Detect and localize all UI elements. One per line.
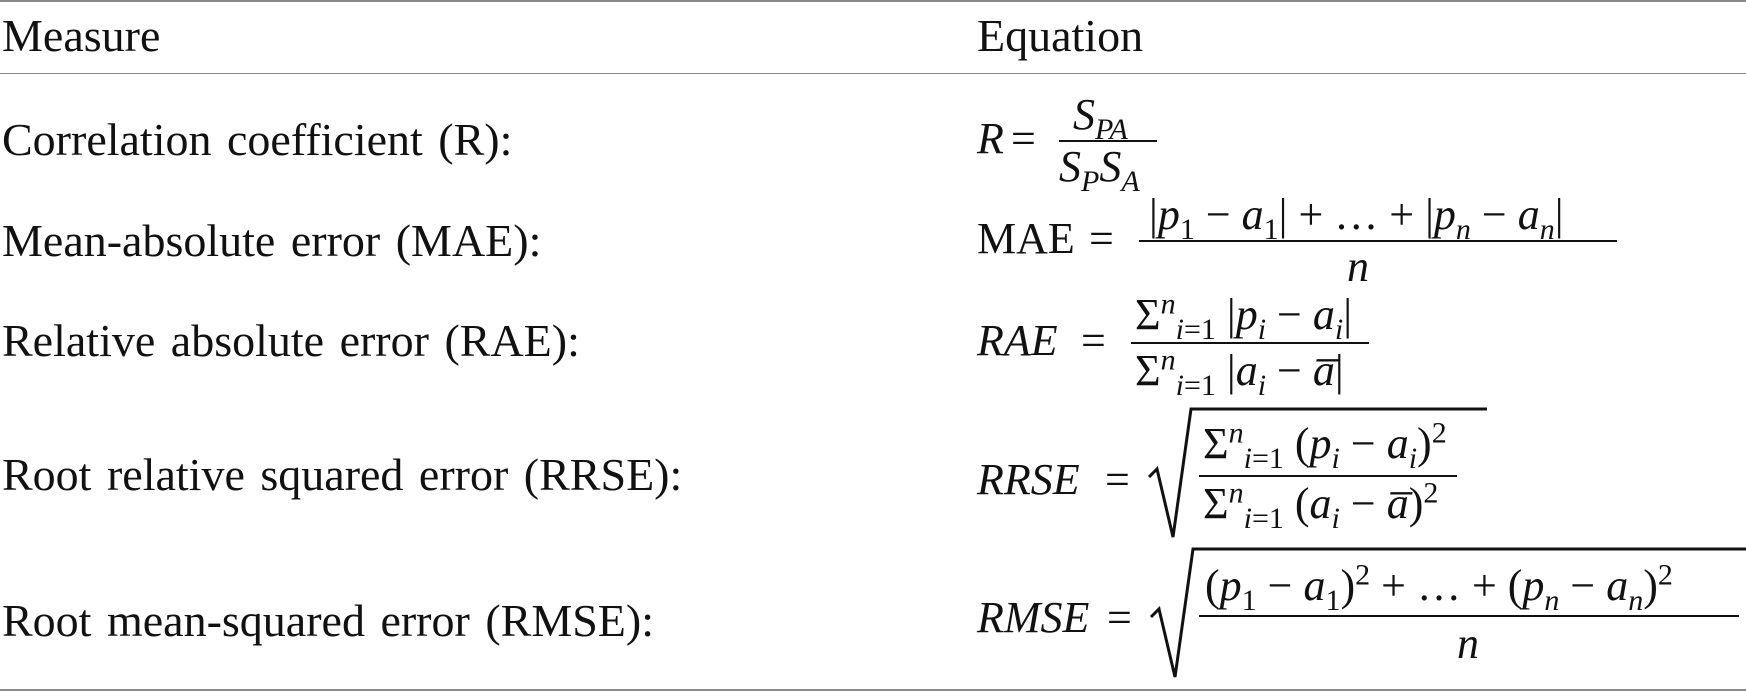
radical-symbol — [1147, 407, 1487, 538]
measure-r: Correlation coefficient (R): — [2, 114, 513, 165]
measure-rrse: Root relative squared error (RRSE): — [2, 449, 683, 500]
table-header-rule — [0, 73, 1746, 74]
equation-rmse: RMSE = (p1 − a1)2 + … + (pn − an)2 n — [977, 545, 1746, 685]
table-bottom-rule — [0, 689, 1746, 691]
radical-symbol — [1149, 547, 1746, 678]
table-top-rule — [0, 0, 1746, 2]
column-header-equation: Equation — [977, 10, 1144, 61]
equation-rae: RAE = Σni=1 |pi − ai| Σni=1 |ai − a̅| — [977, 289, 1477, 400]
equation-r: R = SPA SPSA — [977, 90, 1197, 196]
equation-mae: MAE = |p1 − a1| + … + |pn − an| n — [977, 190, 1677, 291]
measure-mae: Mean-absolute error (MAE): — [2, 215, 542, 266]
equation-rrse: RRSE = Σni=1 (pi − ai)2 Σni=1 (ai − a̅)2 — [977, 405, 1497, 545]
column-header-measure: Measure — [2, 10, 161, 61]
measure-rae: Relative absolute error (RAE): — [2, 315, 580, 366]
measure-rmse: Root mean-squared error (RMSE): — [2, 595, 655, 646]
